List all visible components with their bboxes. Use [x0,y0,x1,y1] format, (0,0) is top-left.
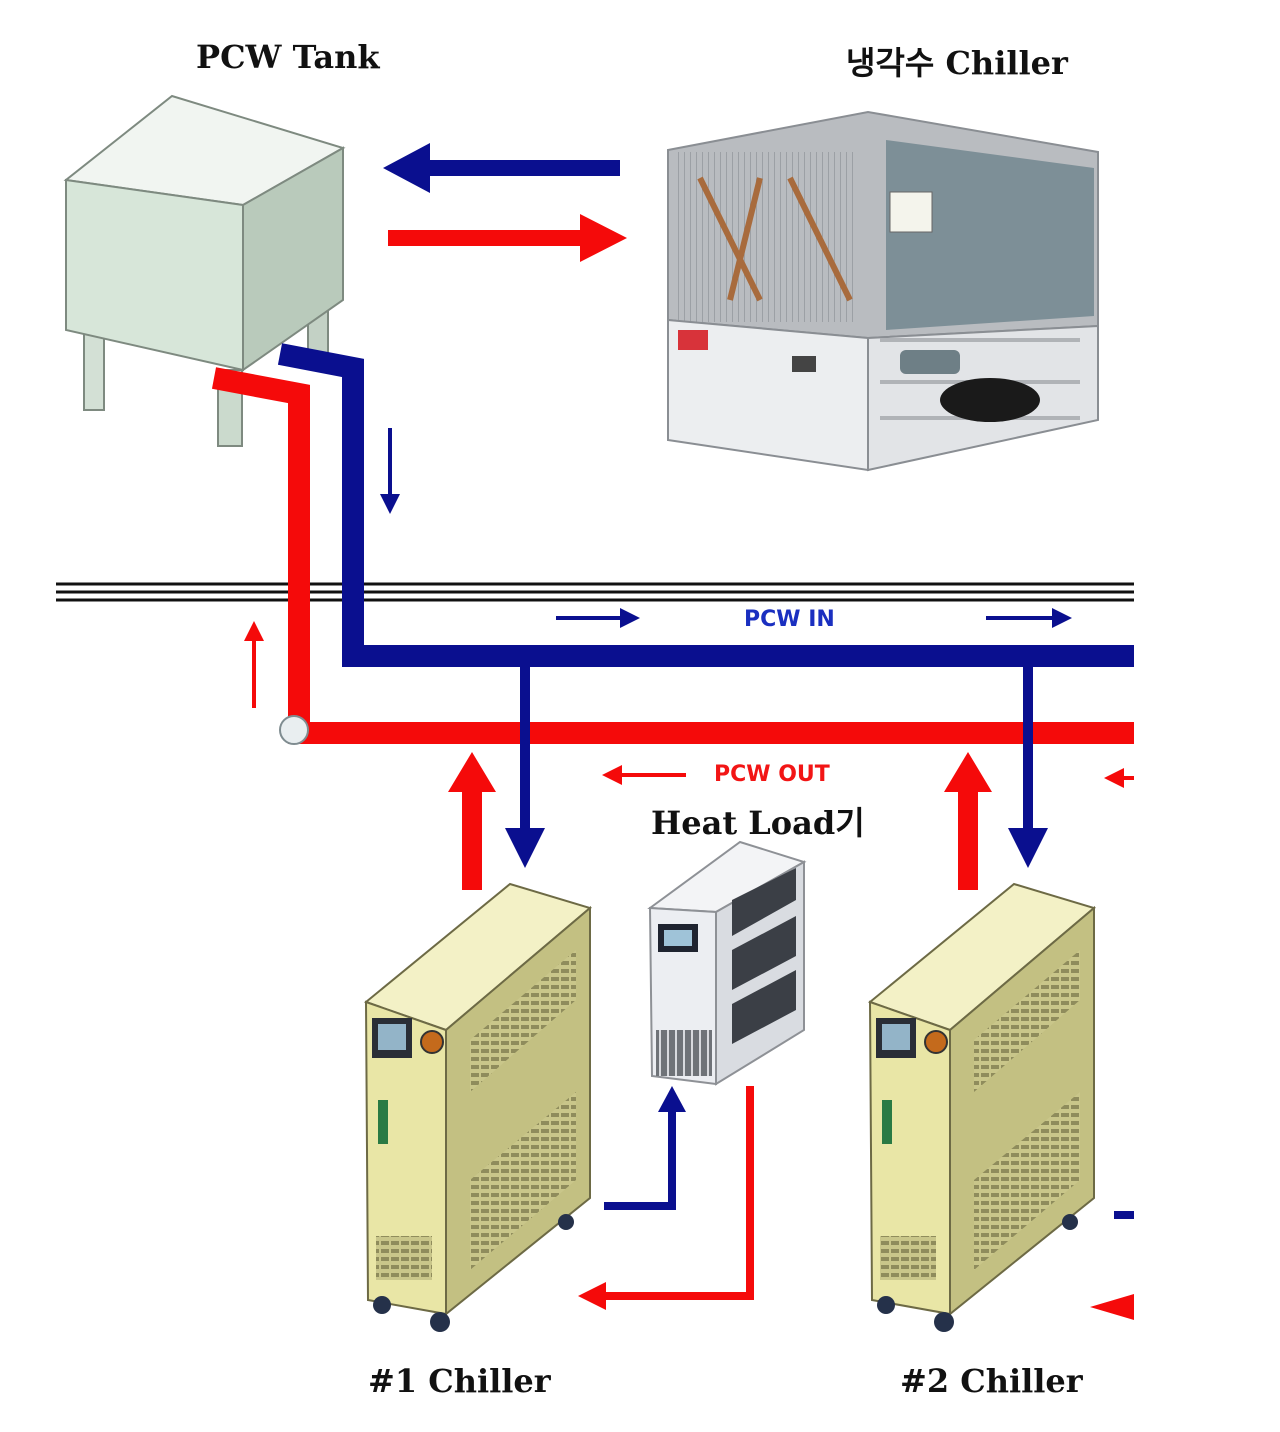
pcw-out-pipe [211,367,1134,744]
rise-1-red [448,752,496,890]
tank-chiller-arrows [383,143,627,262]
return-arrow-blue [383,143,620,193]
cooling-water-chiller [667,110,1099,472]
pcw-out-label: PCW OUT [714,762,830,787]
chiller-2-label: #2 Chiller [900,1362,1083,1400]
rise-2-red [944,752,992,890]
supply-arrow-red [388,214,627,262]
pcw-in-label: PCW IN [744,607,835,632]
pcw-in-pipe [277,343,1134,667]
heat-load-unit [647,840,807,1086]
heat-load-label: Heat Load기 [651,804,865,842]
chiller-1-unit [363,882,593,1332]
cooling-chiller-label: 냉각수 Chiller [846,44,1068,82]
pcw-tank-label: PCW Tank [196,38,380,76]
chiller-2-unit [867,882,1097,1332]
chiller-1-label: #1 Chiller [368,1362,551,1400]
pipe-network [56,343,1134,1320]
